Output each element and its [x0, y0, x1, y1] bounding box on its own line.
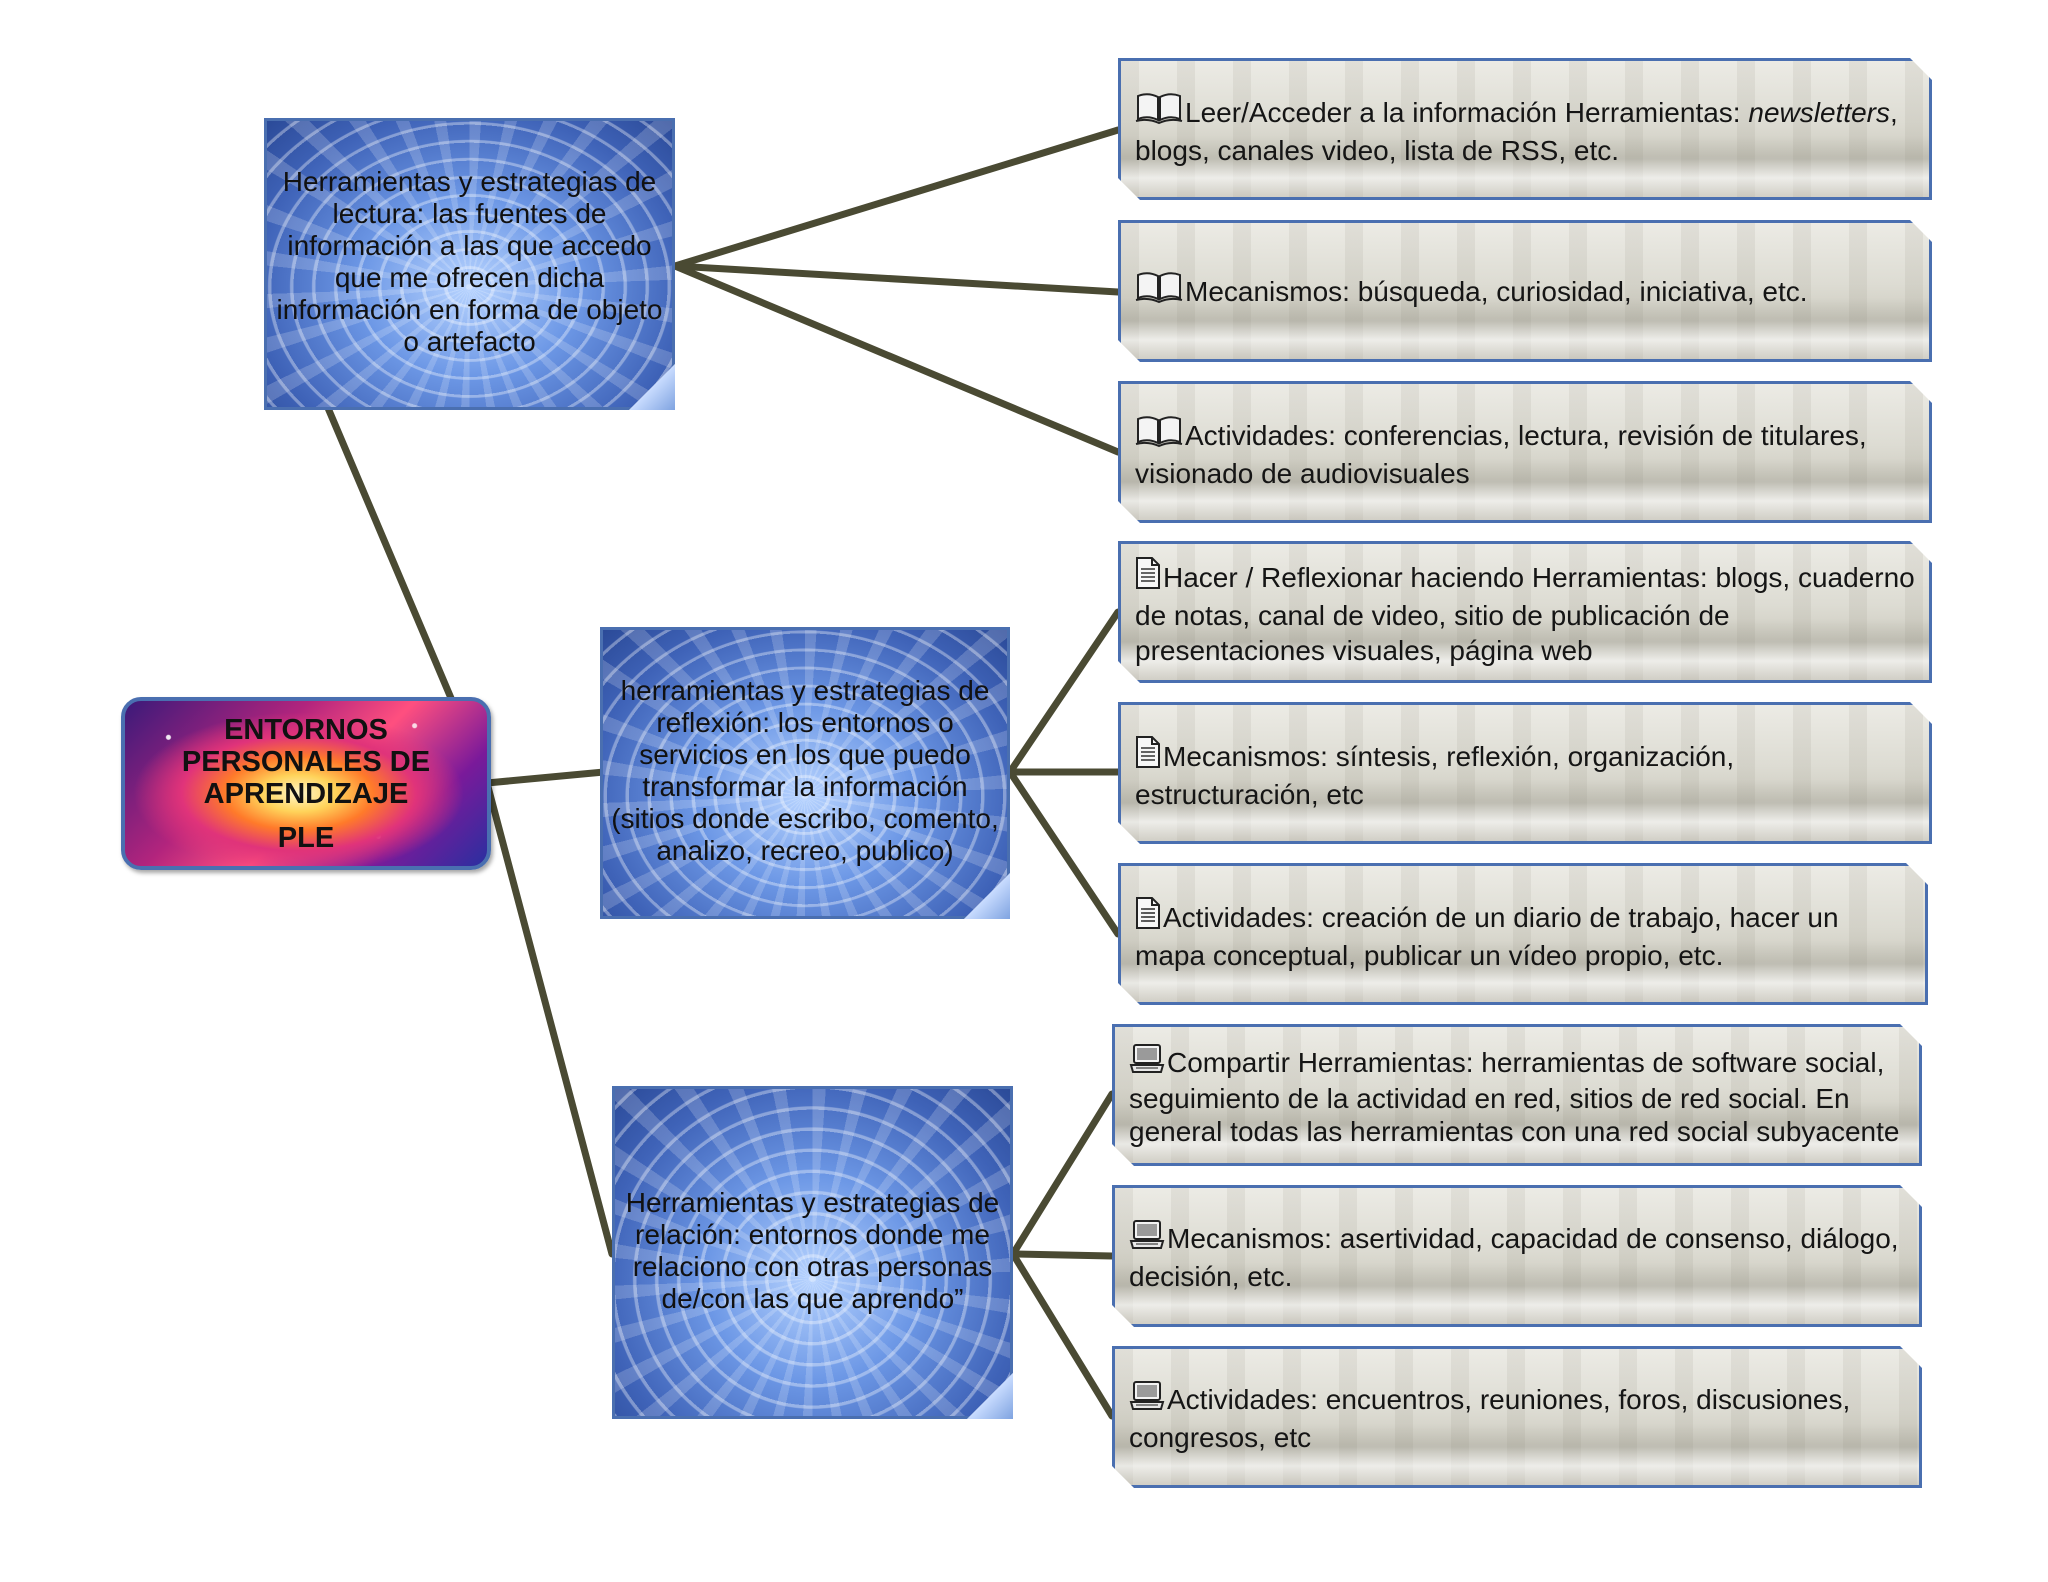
branch-node-relacion: Herramientas y estrategias de relación: …	[612, 1086, 1013, 1419]
leaf-text: Mecanismos: búsqueda, curiosidad, inicia…	[1135, 270, 1808, 312]
connector-b3-leaf-2	[1013, 1254, 1112, 1256]
connector-b1-leaf-3	[675, 266, 1118, 452]
root-node: ENTORNOS PERSONALES DE APRENDIZAJE PLE	[121, 697, 491, 870]
root-title-line-3: APRENDIZAJE	[204, 778, 409, 810]
computer-icon	[1129, 1219, 1165, 1259]
connector-b2-leaf-1	[1010, 612, 1118, 772]
connector-b1-leaf-2	[675, 266, 1118, 292]
leaf-mecanismos-relacion: Mecanismos: asertividad, capacidad de co…	[1112, 1185, 1922, 1327]
leaf-hacer-reflexionar: Hacer / Reflexionar haciendo Herramienta…	[1118, 541, 1932, 683]
root-title-line-1: ENTORNOS	[224, 714, 388, 746]
leaf-actividades-relacion: Actividades: encuentros, reuniones, foro…	[1112, 1346, 1922, 1488]
leaf-text: Actividades: conferencias, lectura, revi…	[1135, 414, 1915, 491]
branch-node-reflexion: herramientas y estrategias de reflexión:…	[600, 627, 1010, 919]
connector-b3-leaf-3	[1013, 1254, 1112, 1416]
branch-text-lectura: Herramientas y estrategias de lectura: l…	[273, 166, 666, 358]
branch-text-reflexion: herramientas y estrategias de reflexión:…	[609, 675, 1001, 867]
connector-b2-leaf-3	[1010, 772, 1118, 934]
leaf-actividades-lectura: Actividades: conferencias, lectura, revi…	[1118, 381, 1932, 523]
document-icon	[1135, 735, 1161, 777]
document-icon	[1135, 556, 1161, 598]
leaf-text: Actividades: encuentros, reuniones, foro…	[1129, 1380, 1905, 1455]
leaf-text: Mecanismos: asertividad, capacidad de co…	[1129, 1219, 1905, 1294]
branch-text-relacion: Herramientas y estrategias de relación: …	[621, 1187, 1004, 1315]
leaf-italic-term: newsletters	[1748, 97, 1890, 128]
leaf-mecanismos-reflexion: Mecanismos: síntesis, reflexión, organiz…	[1118, 702, 1932, 844]
computer-icon	[1129, 1043, 1165, 1082]
leaf-leer-acceder: Leer/Acceder a la información Herramient…	[1118, 58, 1932, 200]
leaf-text: Actividades: creación de un diario de tr…	[1135, 896, 1911, 973]
leaf-mecanismos-lectura: Mecanismos: búsqueda, curiosidad, inicia…	[1118, 220, 1932, 362]
leaf-compartir: Compartir Herramientas: herramientas de …	[1112, 1024, 1922, 1166]
connector-b3-leaf-1	[1013, 1094, 1112, 1254]
book-icon	[1135, 270, 1183, 312]
connector-root-branch-3	[487, 783, 612, 1254]
document-icon	[1135, 896, 1161, 938]
connector-b1-leaf-1	[675, 130, 1118, 266]
connector-root-branch-2	[487, 772, 604, 783]
leaf-text: Leer/Acceder a la información Herramient…	[1135, 91, 1915, 168]
branch-node-lectura: Herramientas y estrategias de lectura: l…	[264, 118, 675, 410]
root-title-line-2: PERSONALES DE	[182, 746, 430, 778]
leaf-text: Hacer / Reflexionar haciendo Herramienta…	[1135, 556, 1915, 668]
book-icon	[1135, 91, 1183, 133]
leaf-text: Mecanismos: síntesis, reflexión, organiz…	[1135, 735, 1915, 812]
book-icon	[1135, 414, 1183, 456]
root-subtitle: PLE	[278, 822, 334, 854]
leaf-text: Compartir Herramientas: herramientas de …	[1129, 1043, 1905, 1148]
computer-icon	[1129, 1380, 1165, 1420]
leaf-actividades-reflexion: Actividades: creación de un diario de tr…	[1118, 863, 1928, 1005]
